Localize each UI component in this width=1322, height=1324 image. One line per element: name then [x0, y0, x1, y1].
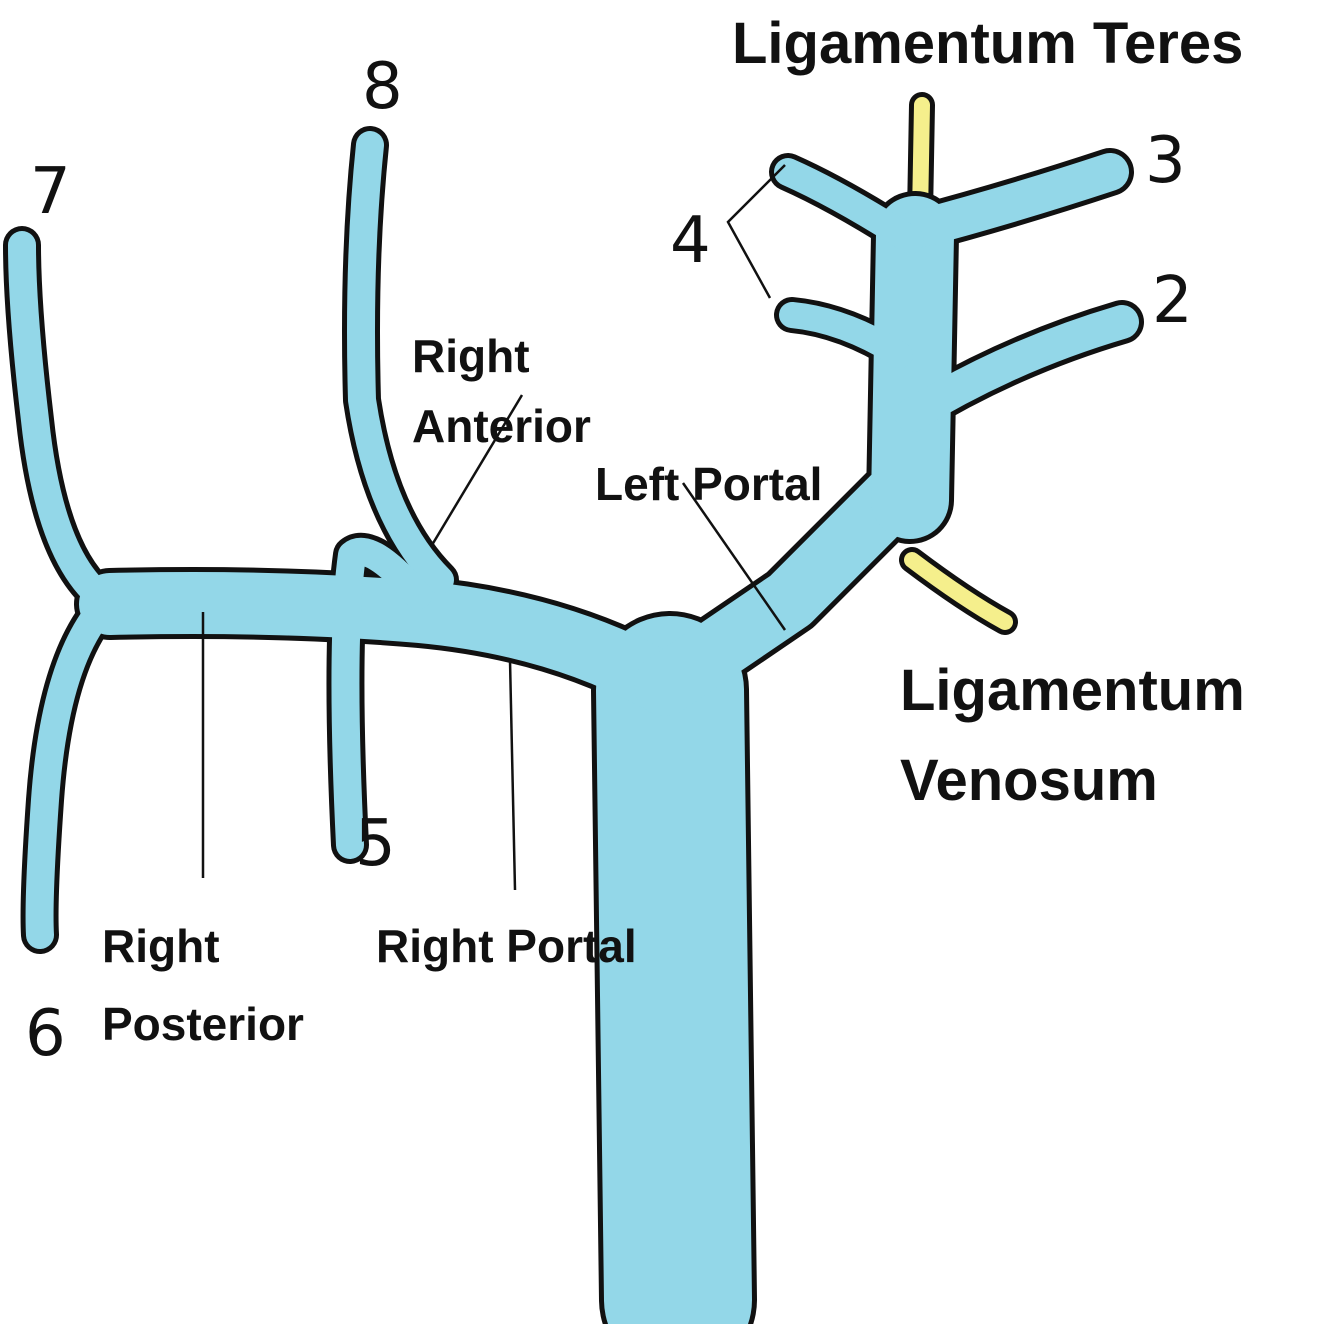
left-portal-label: Left Portal — [595, 458, 822, 510]
segment-4-label: 4 — [670, 204, 711, 278]
segment-7-label: 7 — [30, 155, 71, 229]
segment-5-label: 5 — [355, 807, 396, 881]
segment-8-label: 8 — [362, 50, 403, 124]
ligamentum-venosum-label-line2: Venosum — [900, 748, 1158, 813]
right-posterior-label-line1: Right — [102, 920, 220, 972]
ligamentum-teres-label: Ligamentum Teres — [732, 11, 1243, 76]
ligamentum-venosum-band — [912, 560, 1005, 622]
left-portal-vein — [665, 485, 905, 685]
leader-right-portal — [510, 660, 515, 890]
ligamentum-venosum-label-line1: Ligamentum — [900, 658, 1245, 723]
right-posterior-label-line2: Posterior — [102, 998, 304, 1050]
right-anterior-label-line1: Right — [412, 330, 530, 382]
umbilical-portion — [910, 235, 915, 500]
branch-7 — [22, 245, 105, 600]
right-anterior-label-line2: Anterior — [412, 400, 591, 452]
right-portal-label: Right Portal — [376, 920, 637, 972]
segment-2-label: 2 — [1152, 264, 1193, 338]
segment-6-label: 6 — [25, 997, 66, 1071]
segment-3-label: 3 — [1145, 124, 1186, 198]
main-portal-trunk — [670, 690, 678, 1300]
